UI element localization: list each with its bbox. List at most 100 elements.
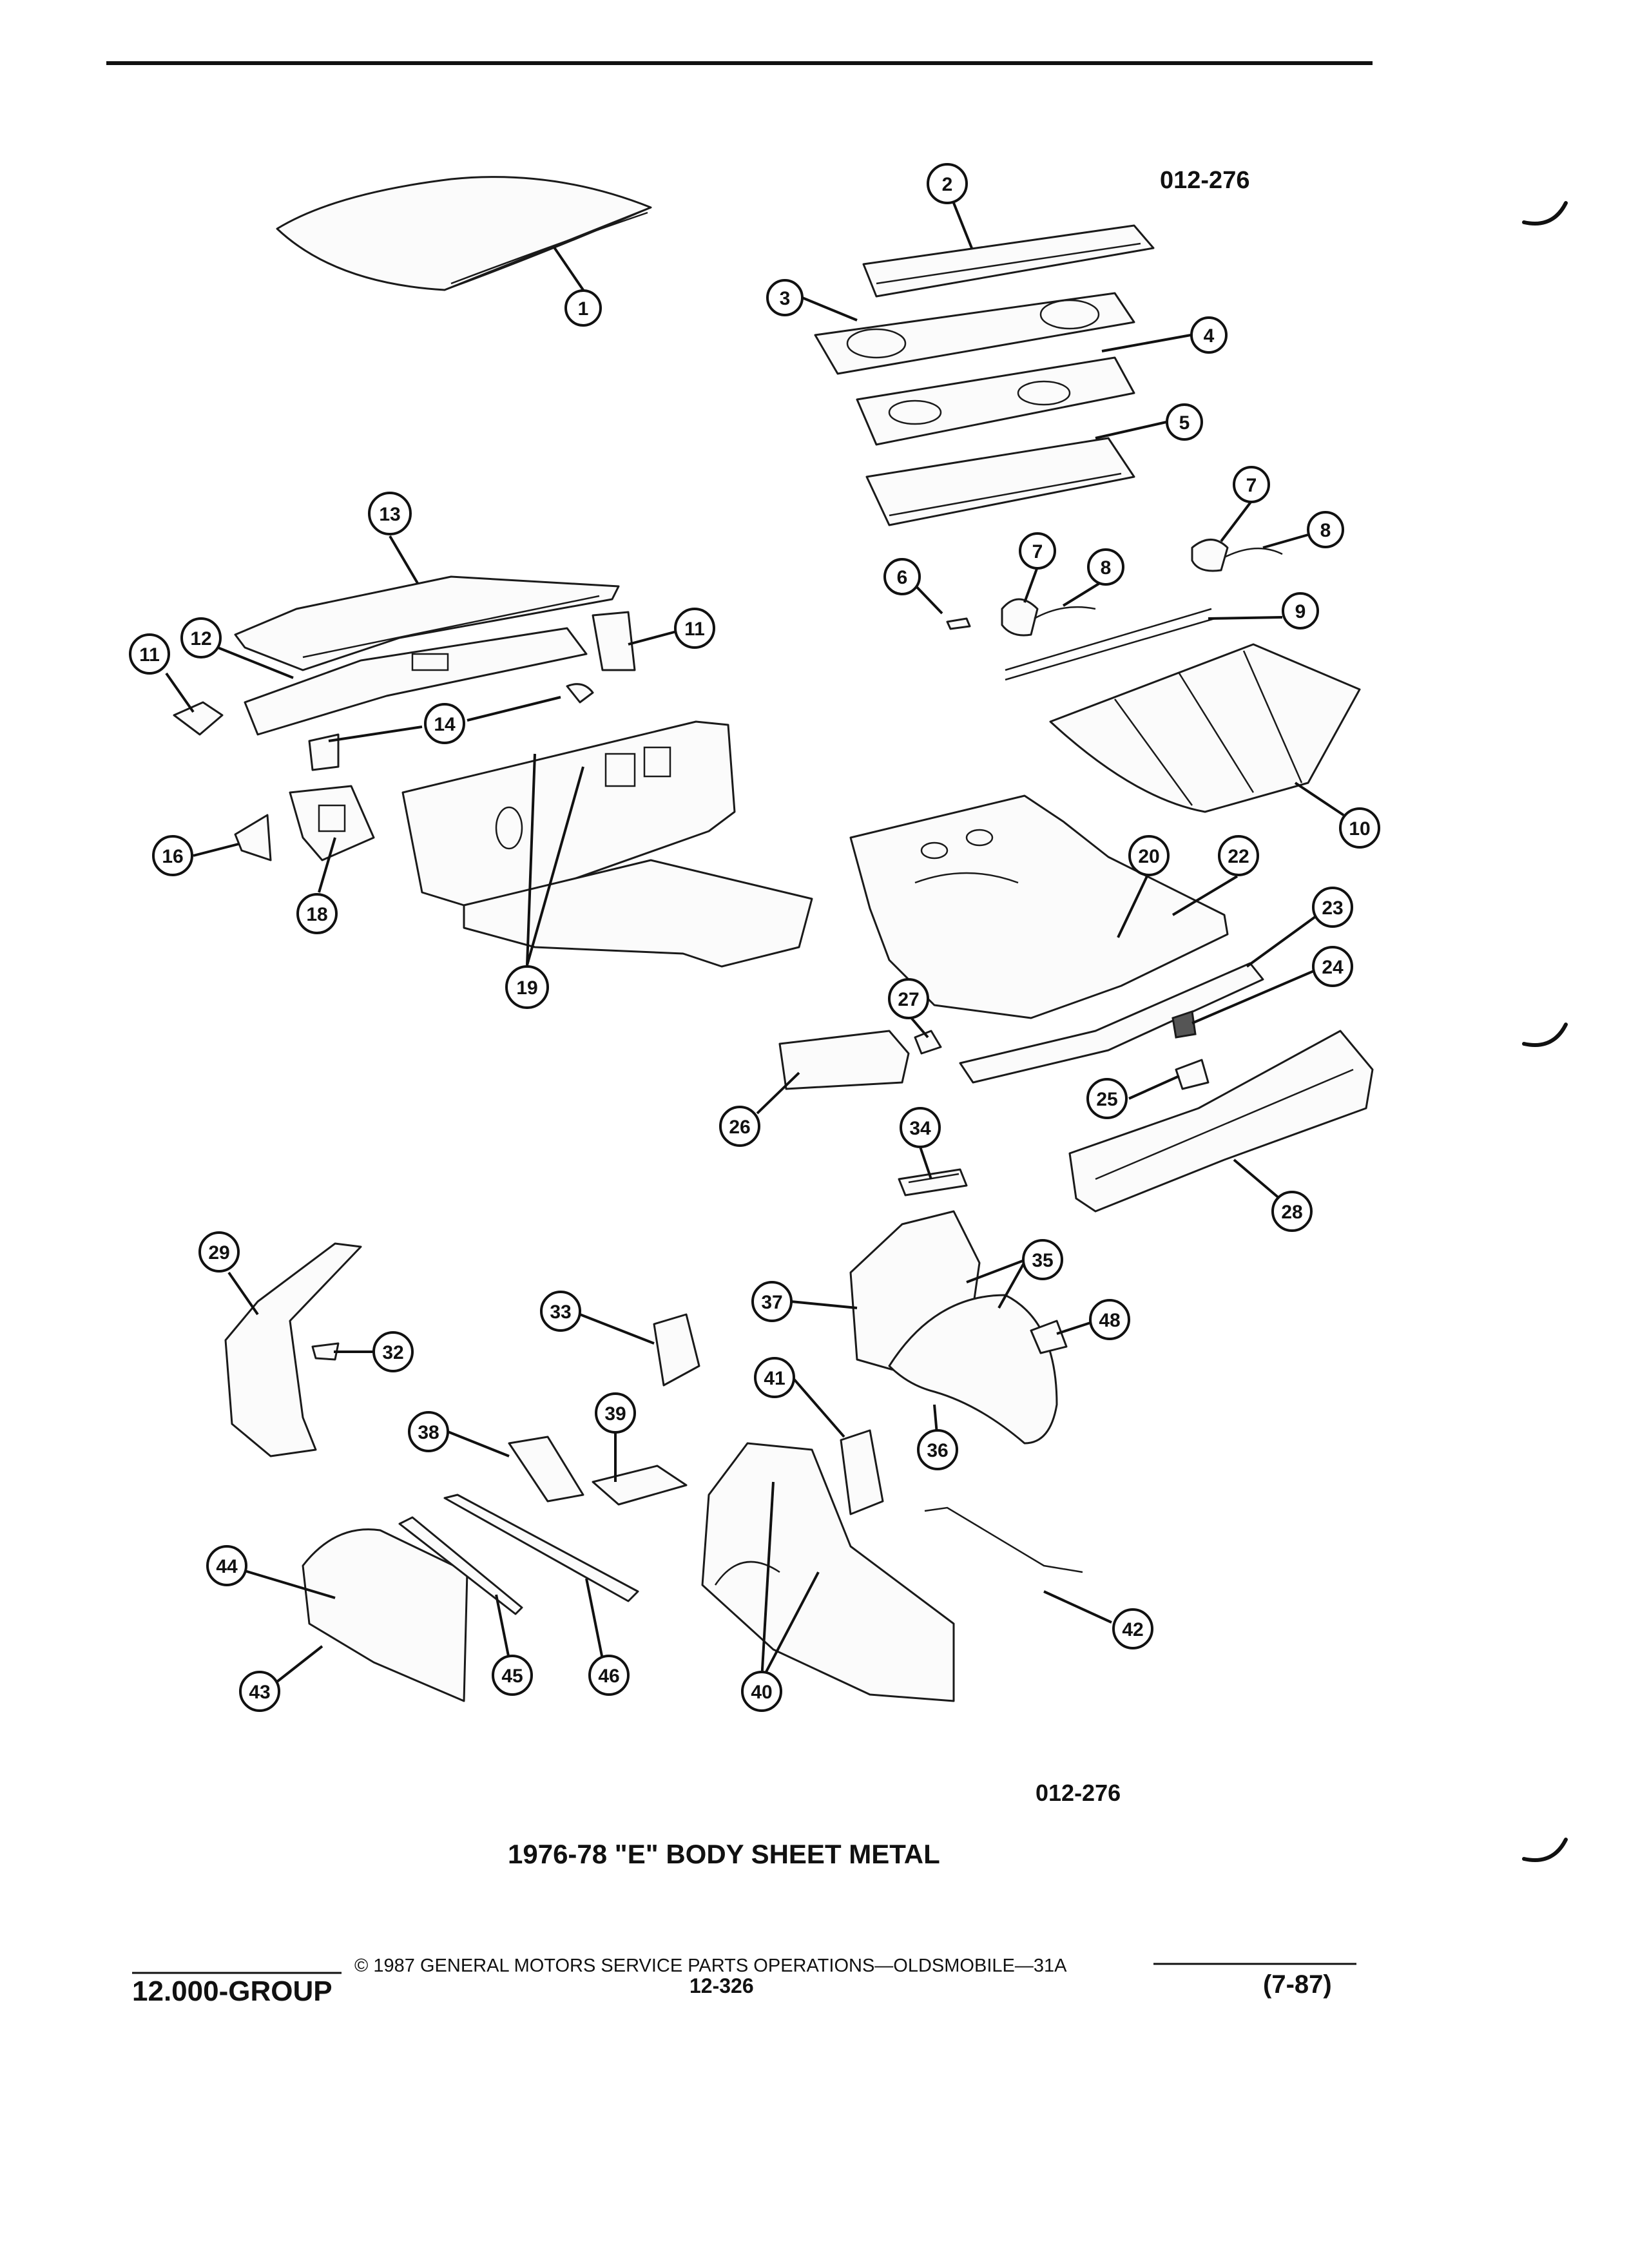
callout-27: 27 bbox=[888, 978, 929, 1019]
svg-text:16: 16 bbox=[162, 846, 183, 867]
svg-text:4: 4 bbox=[1204, 325, 1215, 347]
leader-40b bbox=[760, 1571, 820, 1681]
leader-11b bbox=[628, 630, 677, 646]
part-rear-end-panel-28 bbox=[1068, 1030, 1374, 1213]
leader-13 bbox=[389, 535, 419, 584]
svg-text:6: 6 bbox=[897, 567, 908, 588]
leader-33 bbox=[579, 1313, 655, 1345]
svg-text:46: 46 bbox=[598, 1666, 619, 1687]
part-rear-rail-23 bbox=[959, 962, 1264, 1084]
part-bracket-24 bbox=[1171, 1010, 1197, 1039]
part-panel-26 bbox=[778, 1030, 910, 1090]
part-bracket-11-left bbox=[173, 701, 224, 736]
svg-text:5: 5 bbox=[1179, 412, 1190, 434]
part-roof-panel bbox=[276, 176, 652, 291]
svg-text:12: 12 bbox=[190, 628, 211, 649]
svg-text:3: 3 bbox=[780, 288, 791, 309]
callout-11b: 11 bbox=[674, 608, 715, 649]
leader-14b bbox=[467, 696, 561, 722]
svg-text:39: 39 bbox=[604, 1403, 626, 1425]
svg-text:32: 32 bbox=[382, 1342, 403, 1363]
part-wheelhouse-36 bbox=[888, 1294, 1058, 1445]
callout-24: 24 bbox=[1312, 946, 1353, 987]
part-bracket-7b bbox=[1191, 539, 1229, 572]
leader-18 bbox=[318, 837, 336, 893]
leader-48 bbox=[1056, 1321, 1091, 1335]
part-floor-pan-19 bbox=[401, 720, 813, 968]
leader-19b bbox=[526, 766, 584, 966]
diagram-code-bottom: 012-276 bbox=[1036, 1780, 1121, 1806]
svg-text:20: 20 bbox=[1138, 846, 1159, 867]
leader-38 bbox=[447, 1430, 510, 1457]
svg-text:41: 41 bbox=[764, 1368, 785, 1389]
callout-37: 37 bbox=[751, 1281, 793, 1322]
leader-24 bbox=[1191, 965, 1325, 1024]
svg-text:11: 11 bbox=[684, 619, 705, 640]
leader-3 bbox=[802, 296, 858, 322]
callout-8a: 8 bbox=[1087, 548, 1124, 586]
part-deck-lid-10 bbox=[1049, 643, 1361, 813]
svg-text:10: 10 bbox=[1349, 818, 1370, 840]
svg-text:8: 8 bbox=[1101, 557, 1112, 579]
footer-group: 12.000-GROUP bbox=[132, 1975, 333, 2007]
callout-36: 36 bbox=[917, 1429, 958, 1470]
callout-41: 41 bbox=[754, 1357, 795, 1398]
leader-14a bbox=[328, 726, 423, 742]
callout-43: 43 bbox=[239, 1671, 280, 1712]
leader-19a bbox=[526, 753, 536, 966]
leader-40a bbox=[760, 1481, 775, 1681]
part-support-18 bbox=[289, 785, 375, 861]
part-bracket-25 bbox=[1175, 1059, 1210, 1090]
part-bracket-11-right bbox=[592, 611, 636, 671]
footer-revision: (7-87) bbox=[1263, 1970, 1332, 1999]
callout-5: 5 bbox=[1166, 403, 1203, 441]
callout-28: 28 bbox=[1271, 1191, 1313, 1232]
part-rear-upper-panel bbox=[862, 224, 1155, 298]
svg-text:2: 2 bbox=[942, 174, 953, 195]
part-bracket-14a bbox=[308, 733, 340, 771]
diagram-caption: 1976-78 "E" BODY SHEET METAL bbox=[508, 1839, 940, 1869]
svg-text:22: 22 bbox=[1228, 846, 1249, 867]
part-bracket-32 bbox=[311, 1342, 340, 1361]
part-bracket-16 bbox=[234, 814, 272, 861]
leader-22 bbox=[1171, 875, 1239, 916]
svg-text:19: 19 bbox=[516, 977, 537, 999]
part-clip-27 bbox=[914, 1030, 942, 1055]
part-rear-floor-20 bbox=[849, 794, 1229, 1019]
callout-42: 42 bbox=[1112, 1608, 1153, 1649]
svg-text:29: 29 bbox=[208, 1242, 229, 1264]
part-bracket-33 bbox=[653, 1313, 700, 1387]
callout-25: 25 bbox=[1086, 1078, 1128, 1119]
callout-39: 39 bbox=[595, 1392, 636, 1434]
svg-text:23: 23 bbox=[1322, 898, 1343, 919]
part-rear-panel-5 bbox=[865, 437, 1135, 526]
svg-text:38: 38 bbox=[418, 1422, 439, 1443]
leader-25 bbox=[1128, 1075, 1180, 1100]
leader-35a bbox=[966, 1258, 1027, 1283]
binding-mark-2 bbox=[1522, 1023, 1568, 1047]
callout-38: 38 bbox=[408, 1411, 449, 1452]
binding-mark-3 bbox=[1522, 1838, 1568, 1862]
svg-text:34: 34 bbox=[909, 1118, 931, 1139]
callout-9: 9 bbox=[1282, 592, 1319, 629]
part-pillar-41 bbox=[840, 1429, 884, 1515]
leader-29 bbox=[227, 1271, 259, 1316]
callout-44: 44 bbox=[206, 1545, 247, 1586]
leader-10 bbox=[1294, 782, 1345, 816]
callout-48: 48 bbox=[1089, 1299, 1130, 1340]
svg-text:25: 25 bbox=[1096, 1089, 1117, 1110]
callout-26: 26 bbox=[719, 1106, 760, 1147]
part-cowl-top-13 bbox=[234, 575, 620, 671]
part-bracket-14b bbox=[566, 683, 594, 704]
callout-8b: 8 bbox=[1307, 511, 1344, 548]
leader-4 bbox=[1101, 334, 1191, 352]
leader-12 bbox=[217, 646, 294, 679]
callout-34: 34 bbox=[900, 1107, 941, 1148]
svg-text:40: 40 bbox=[751, 1682, 772, 1703]
svg-text:48: 48 bbox=[1099, 1310, 1120, 1331]
callout-20: 20 bbox=[1128, 835, 1170, 876]
svg-text:37: 37 bbox=[761, 1292, 782, 1313]
leader-1 bbox=[553, 246, 584, 291]
callout-29: 29 bbox=[198, 1231, 240, 1273]
